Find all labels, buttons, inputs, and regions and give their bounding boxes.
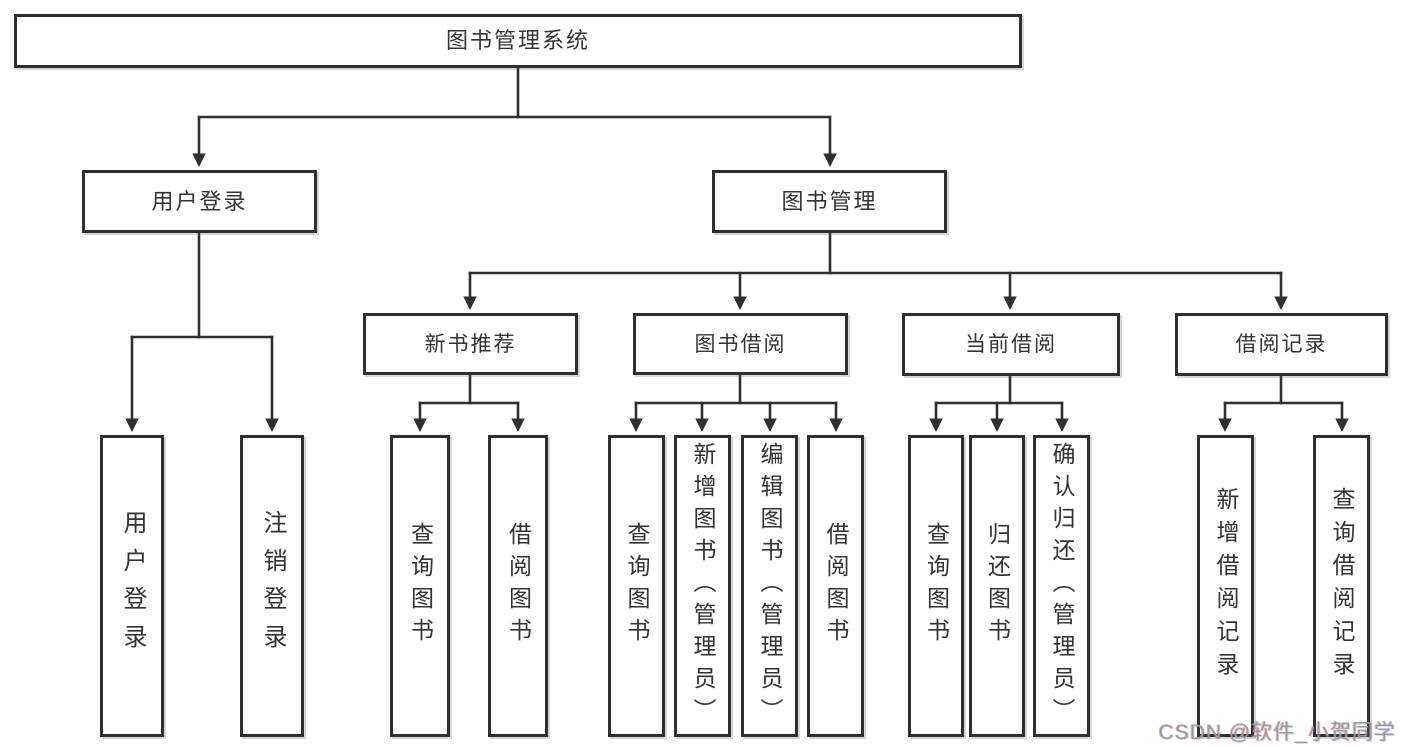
node-book-management-label: 图书管理 <box>781 188 878 214</box>
leaf-cur-return-books: 归还图书 <box>969 435 1025 737</box>
leaf-bor-borrow-books: 借阅图书 <box>807 435 864 737</box>
leaf-log-query-record-label: 查询借阅记录 <box>1329 487 1355 685</box>
leaf-rec-query-books-label: 查询图书 <box>407 522 434 650</box>
node-borrowing-records: 借阅记录 <box>1175 313 1388 376</box>
node-book-borrowing: 图书借阅 <box>633 313 848 375</box>
leaf-rec-borrow-books: 借阅图书 <box>488 435 548 737</box>
leaf-logout-label: 注销登录 <box>259 510 286 662</box>
leaf-cur-return-books-label: 归还图书 <box>984 522 1011 650</box>
node-user-login-label: 用户登录 <box>151 188 248 214</box>
leaf-bor-add-books-admin: 新增图书（管理员） <box>674 435 731 737</box>
leaf-cur-query-books-label: 查询图书 <box>923 522 950 650</box>
watermark: CSDN @软件_小贺同学 <box>1158 721 1396 744</box>
node-borrowing-records-label: 借阅记录 <box>1235 333 1328 356</box>
node-current-borrowing: 当前借阅 <box>902 313 1120 376</box>
leaf-bor-query-books-label: 查询图书 <box>624 522 650 650</box>
node-book-borrowing-label: 图书借阅 <box>694 332 787 356</box>
leaf-user-login: 用户登录 <box>100 435 164 737</box>
node-new-book-recommend: 新书推荐 <box>363 313 578 375</box>
leaf-log-query-record: 查询借阅记录 <box>1313 435 1370 737</box>
node-library-system: 图书管理系统 <box>14 14 1022 68</box>
leaf-bor-edit-books-admin: 编辑图书（管理员） <box>741 435 798 737</box>
leaf-cur-confirm-return-admin-label: 确认归还（管理员） <box>1049 442 1075 730</box>
leaf-bor-query-books: 查询图书 <box>608 435 665 737</box>
leaf-bor-add-books-admin-label: 新增图书（管理员） <box>690 442 716 730</box>
leaf-log-add-record-label: 新增借阅记录 <box>1213 487 1239 685</box>
leaf-rec-borrow-books-label: 借阅图书 <box>505 522 532 650</box>
leaf-rec-query-books: 查询图书 <box>390 435 450 737</box>
leaf-cur-query-books: 查询图书 <box>908 435 964 737</box>
leaf-log-add-record: 新增借阅记录 <box>1197 435 1254 737</box>
leaf-user-login-label: 用户登录 <box>119 510 146 662</box>
node-library-system-label: 图书管理系统 <box>445 28 590 53</box>
node-book-management: 图书管理 <box>712 170 947 233</box>
leaf-logout: 注销登录 <box>240 435 304 737</box>
node-new-book-recommend-label: 新书推荐 <box>424 332 517 356</box>
leaf-cur-confirm-return-admin: 确认归还（管理员） <box>1033 435 1090 737</box>
leaf-bor-edit-books-admin-label: 编辑图书（管理员） <box>757 442 783 730</box>
leaf-bor-borrow-books-label: 借阅图书 <box>823 522 849 650</box>
node-user-login: 用户登录 <box>82 170 317 233</box>
node-current-borrowing-label: 当前借阅 <box>965 333 1057 356</box>
